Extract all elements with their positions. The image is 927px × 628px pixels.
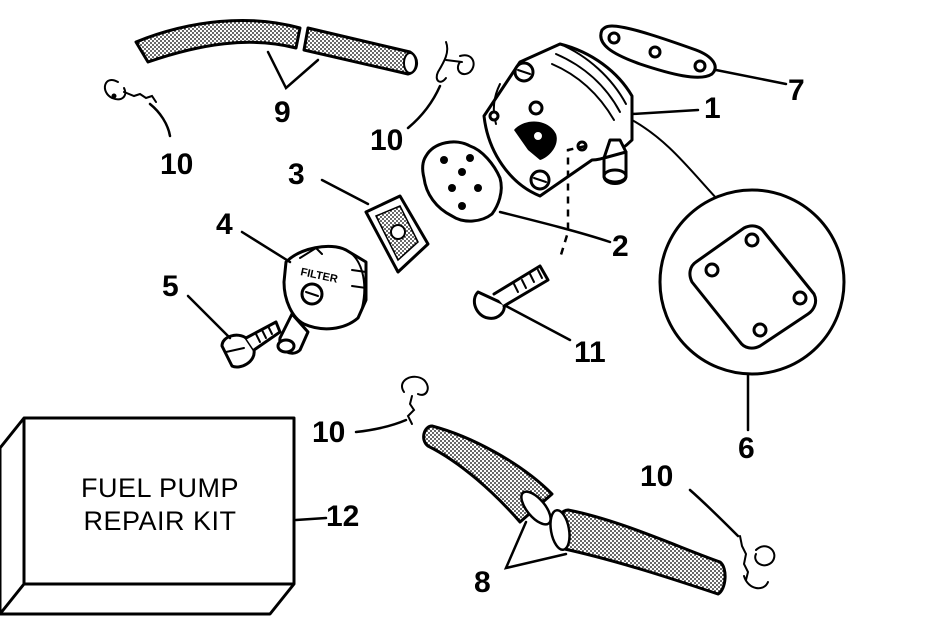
mounting-bolt (472, 264, 550, 320)
callout-6: 6 (738, 432, 755, 465)
callout-8: 8 (474, 566, 491, 599)
leader-9 (266, 50, 320, 91)
fuel-hose-upper-left (134, 18, 302, 64)
repair-kit-title-line1: FUEL PUMP (81, 473, 239, 503)
leader-10-lower-left (354, 418, 408, 434)
repair-kit-title-line2: REPAIR KIT (83, 506, 236, 536)
leader-1 (630, 108, 700, 116)
leader-7 (714, 68, 788, 86)
filter-cover: FILTER (276, 244, 368, 355)
leader-4 (240, 230, 292, 264)
hose-clamp-upper-middle (435, 41, 475, 83)
callout-4: 4 (216, 208, 233, 241)
callout-3: 3 (288, 158, 305, 191)
callout-10-upper-middle: 10 (370, 124, 403, 157)
hose-clamp-top-left (103, 79, 157, 103)
leader-3 (320, 178, 370, 206)
leader-11 (504, 304, 572, 342)
callout-11: 11 (574, 336, 606, 369)
leader-10-lower-right (688, 488, 740, 538)
fuel-hose-upper-right (302, 26, 418, 76)
repair-kit-box: FUEL PUMP REPAIR KIT (0, 416, 296, 616)
leader-10-upper-middle (406, 84, 442, 130)
callout-5: 5 (162, 270, 179, 303)
hose-clamp-lower-left (401, 375, 429, 425)
callout-12: 12 (326, 500, 359, 533)
leader-2 (498, 210, 612, 244)
cover-screw (220, 320, 282, 369)
callout-2: 2 (612, 230, 629, 263)
leader-8 (503, 520, 568, 570)
callout-10-lower-left: 10 (312, 416, 345, 449)
leader-12 (294, 516, 328, 522)
callout-10-lower-right: 10 (640, 460, 673, 493)
mounting-gasket (599, 24, 717, 79)
callout-1: 1 (704, 92, 721, 125)
callout-7: 7 (788, 74, 805, 107)
fuel-hose-lower-right (549, 508, 727, 596)
pump-diaphragm (421, 140, 503, 223)
fuel-hose-lower-left (422, 424, 554, 526)
fuel-filter-element (364, 194, 430, 274)
hose-clamp-lower-right (739, 535, 776, 590)
callout-9: 9 (274, 96, 291, 129)
leader-5 (186, 294, 232, 340)
leader-10-top-left (148, 102, 172, 138)
gasket-detail-view (658, 188, 846, 376)
callout-10-top-left: 10 (160, 148, 193, 181)
